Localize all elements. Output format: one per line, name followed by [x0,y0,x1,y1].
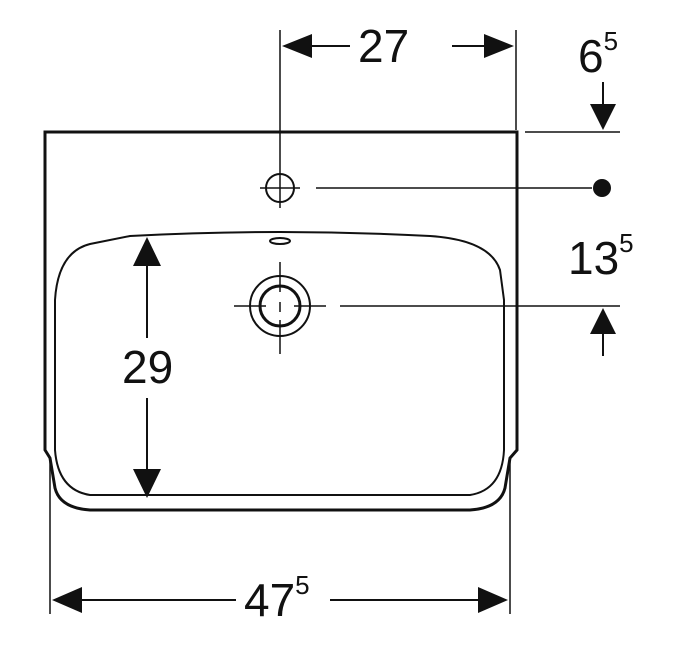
dimension-basin-depth [133,237,161,498]
tap-hole-reference-dot [593,179,611,197]
drain-hole [234,262,326,354]
sink-outline [43,130,519,512]
label-right-offset: 135 [568,228,634,284]
dimension-right-offset [590,308,616,356]
label-top-offset: 65 [578,26,618,82]
basin-outline [54,231,505,496]
overflow-slot [269,237,291,245]
extension-lines [49,30,620,614]
label-overall-width: 475 [244,570,310,626]
label-top-width: 27 [358,20,409,72]
label-basin-depth: 29 [122,341,173,393]
dimension-top-width [282,34,514,58]
dimension-overall-width [52,587,508,613]
tap-hole [260,168,300,208]
dimension-top-offset [590,82,616,130]
